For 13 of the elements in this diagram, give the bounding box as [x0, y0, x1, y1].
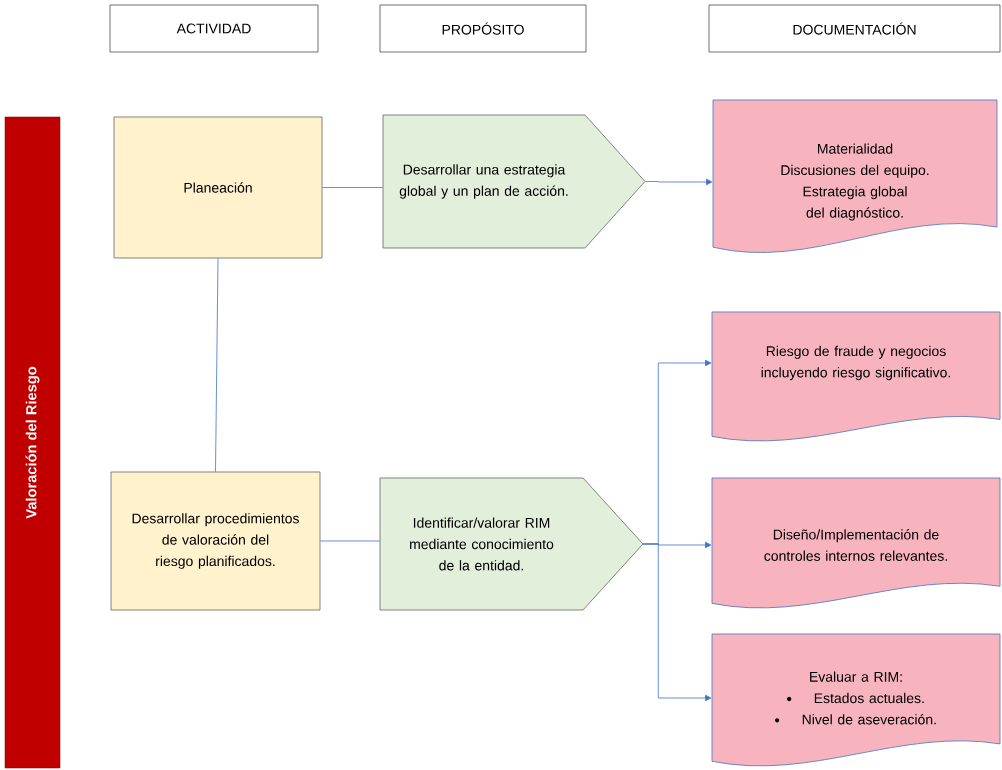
connector: [215, 258, 219, 472]
connector: [322, 187, 384, 188]
purpose-pentagon: Identificar/valorar RIM mediante conocimiento de la entidad.: [379, 477, 644, 611]
activity-box: Planeación: [113, 116, 323, 259]
connector: [644, 178, 713, 186]
activity-box: Desarrollar procedimientos de valoración del riesgo planificados.: [110, 471, 321, 611]
side-band: Valoración del Riesgo: [4, 116, 61, 769]
column-header: DOCUMENTACIÓN: [708, 4, 1001, 53]
column-header: PROPÓSITO: [379, 4, 587, 53]
connector: [642, 543, 712, 702]
purpose-pentagon: Desarrollar una estrategia global y un plan de acción.: [382, 114, 646, 249]
connector: [320, 540, 381, 542]
column-header: ACTIVIDAD: [109, 4, 319, 53]
